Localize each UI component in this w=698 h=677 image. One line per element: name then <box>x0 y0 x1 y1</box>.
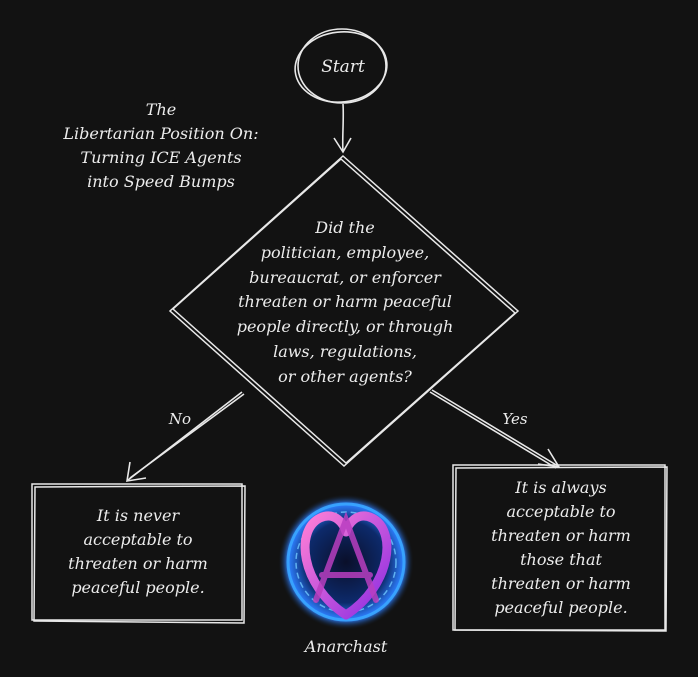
arrow-start-to-decision <box>333 103 352 154</box>
logo-caption: Anarchast <box>304 637 388 656</box>
decision-diamond <box>168 154 520 468</box>
no-outcome-box <box>31 483 246 624</box>
yes-outcome-box <box>452 464 668 632</box>
anarchast-logo <box>278 494 414 630</box>
decision-question: Did the politician, employee, bureaucrat… <box>236 218 454 386</box>
arrow-no <box>126 391 245 482</box>
yes-branch-label: Yes <box>502 410 528 428</box>
no-branch-label: No <box>168 410 192 428</box>
start-node <box>294 28 388 104</box>
start-label: Start <box>321 57 365 77</box>
no-outcome-text: It is never acceptable to threaten or ha… <box>68 506 208 597</box>
diagram-title: The Libertarian Position On: Turning ICE… <box>63 100 259 191</box>
yes-outcome-text: It is always acceptable to threaten or h… <box>491 478 631 617</box>
